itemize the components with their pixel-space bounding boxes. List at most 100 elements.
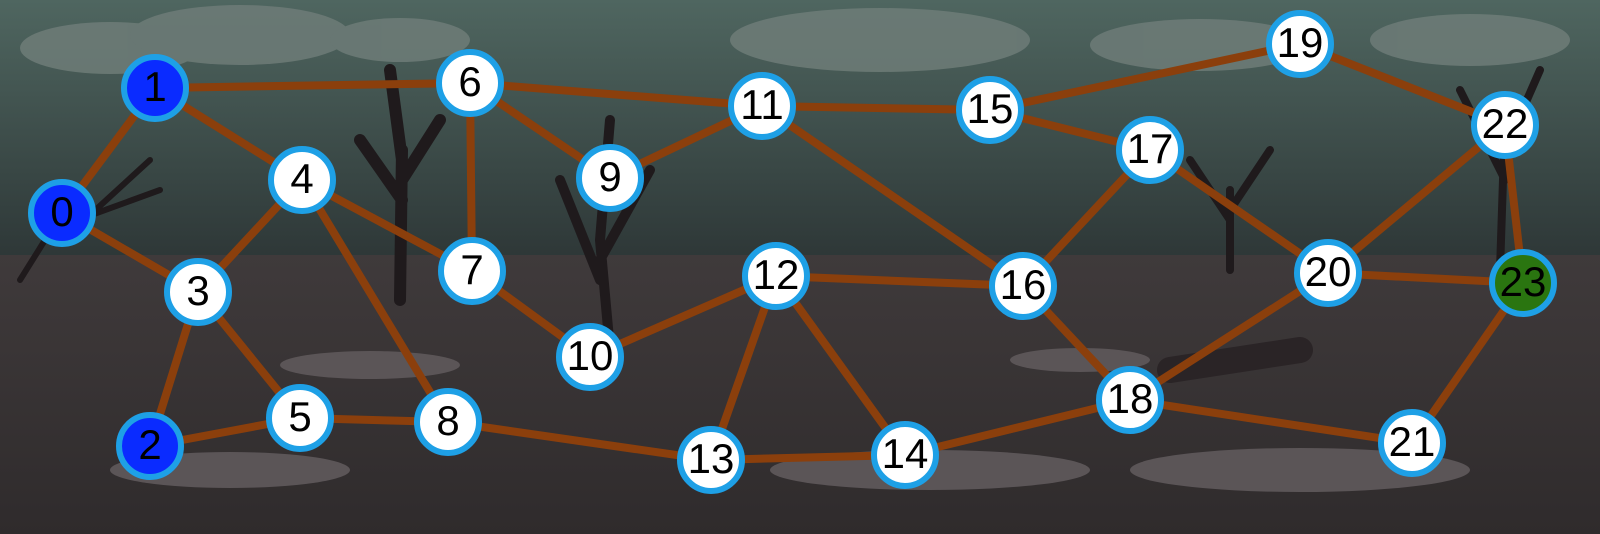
node-circle[interactable] — [576, 144, 644, 212]
node-label: 11 — [740, 81, 784, 128]
node-circle[interactable] — [728, 72, 796, 140]
node-12[interactable]: 12 — [742, 242, 810, 310]
node-circle[interactable] — [414, 388, 482, 456]
edge-12-16 — [772, 272, 1027, 290]
node-13[interactable]: 13 — [677, 426, 745, 494]
node-7[interactable]: 7 — [438, 237, 506, 305]
node-8[interactable]: 8 — [414, 388, 482, 456]
node-label: 10 — [567, 332, 614, 379]
node-16[interactable]: 16 — [989, 252, 1057, 320]
fallen-log — [1157, 337, 1313, 383]
node-9[interactable]: 9 — [576, 144, 644, 212]
node-circle[interactable] — [956, 76, 1024, 144]
node-22[interactable]: 22 — [1471, 91, 1539, 159]
node-2[interactable]: 2 — [116, 412, 184, 480]
node-circle[interactable] — [1294, 239, 1362, 307]
node-17[interactable]: 17 — [1116, 116, 1184, 184]
node-circle[interactable] — [1471, 91, 1539, 159]
node-circle[interactable] — [28, 179, 96, 247]
node-circle[interactable] — [1116, 116, 1184, 184]
node-label: 4 — [290, 155, 313, 202]
node-circle[interactable] — [556, 323, 624, 391]
node-label: 18 — [1107, 375, 1154, 422]
node-label: 14 — [882, 430, 929, 477]
cloud — [330, 18, 470, 62]
node-label: 1 — [143, 63, 166, 110]
node-3[interactable]: 3 — [164, 258, 232, 326]
node-circle[interactable] — [1489, 249, 1557, 317]
node-label: 2 — [138, 421, 161, 468]
edge-18-20 — [1126, 269, 1332, 404]
node-label: 22 — [1482, 100, 1529, 147]
node-label: 20 — [1305, 248, 1352, 295]
edge-14-18 — [901, 396, 1134, 459]
node-circle[interactable] — [268, 146, 336, 214]
edge-11-16 — [758, 102, 1027, 290]
edge-11-15 — [758, 102, 994, 114]
node-circle[interactable] — [1096, 366, 1164, 434]
node-circle[interactable] — [1378, 409, 1446, 477]
node-21[interactable]: 21 — [1378, 409, 1446, 477]
node-label: 9 — [598, 153, 621, 200]
edge-1-6 — [151, 79, 474, 92]
node-label: 21 — [1389, 418, 1436, 465]
node-1[interactable]: 1 — [121, 54, 189, 122]
cloud — [1090, 19, 1310, 71]
node-circle[interactable] — [677, 426, 745, 494]
node-circle[interactable] — [989, 252, 1057, 320]
puddle — [1010, 348, 1150, 372]
edge-17-20 — [1146, 146, 1332, 277]
node-5[interactable]: 5 — [266, 384, 334, 452]
edge-12-14 — [772, 272, 909, 459]
node-label: 16 — [1000, 261, 1047, 308]
node-label: 8 — [436, 397, 459, 444]
node-circle[interactable] — [438, 237, 506, 305]
node-circle[interactable] — [871, 421, 939, 489]
node-circle[interactable] — [116, 412, 184, 480]
node-6[interactable]: 6 — [436, 49, 504, 117]
cloud — [1370, 14, 1570, 66]
edge-6-11 — [466, 79, 766, 110]
node-circle[interactable] — [1266, 10, 1334, 78]
puddle — [280, 351, 460, 379]
edge-15-19 — [986, 40, 1304, 114]
edge-4-8 — [298, 176, 452, 426]
edge-19-22 — [1296, 40, 1509, 129]
node-10[interactable]: 10 — [556, 323, 624, 391]
node-label: 17 — [1127, 125, 1174, 172]
node-label: 15 — [967, 85, 1014, 132]
node-label: 19 — [1277, 19, 1324, 66]
edge-18-21 — [1126, 396, 1416, 447]
node-label: 7 — [460, 246, 483, 293]
node-18[interactable]: 18 — [1096, 366, 1164, 434]
node-circle[interactable] — [164, 258, 232, 326]
node-label: 6 — [458, 58, 481, 105]
cloud — [130, 5, 350, 65]
tree — [354, 64, 446, 306]
node-14[interactable]: 14 — [871, 421, 939, 489]
tree — [555, 115, 655, 355]
node-circle[interactable] — [121, 54, 189, 122]
node-circle[interactable] — [742, 242, 810, 310]
node-label: 5 — [288, 393, 311, 440]
node-circle[interactable] — [266, 384, 334, 452]
node-0[interactable]: 0 — [28, 179, 96, 247]
node-19[interactable]: 19 — [1266, 10, 1334, 78]
node-11[interactable]: 11 — [728, 72, 796, 140]
edge-22-20 — [1324, 121, 1509, 277]
dead-trees — [17, 64, 1544, 383]
node-4[interactable]: 4 — [268, 146, 336, 214]
node-circle[interactable] — [436, 49, 504, 117]
node-23[interactable]: 23 — [1489, 249, 1557, 317]
node-20[interactable]: 20 — [1294, 239, 1362, 307]
node-label: 13 — [688, 435, 735, 482]
node-label: 0 — [50, 188, 73, 235]
cloud — [730, 8, 1030, 72]
node-label: 23 — [1500, 258, 1547, 305]
node-15[interactable]: 15 — [956, 76, 1024, 144]
node-label: 12 — [753, 251, 800, 298]
node-label: 3 — [186, 267, 209, 314]
